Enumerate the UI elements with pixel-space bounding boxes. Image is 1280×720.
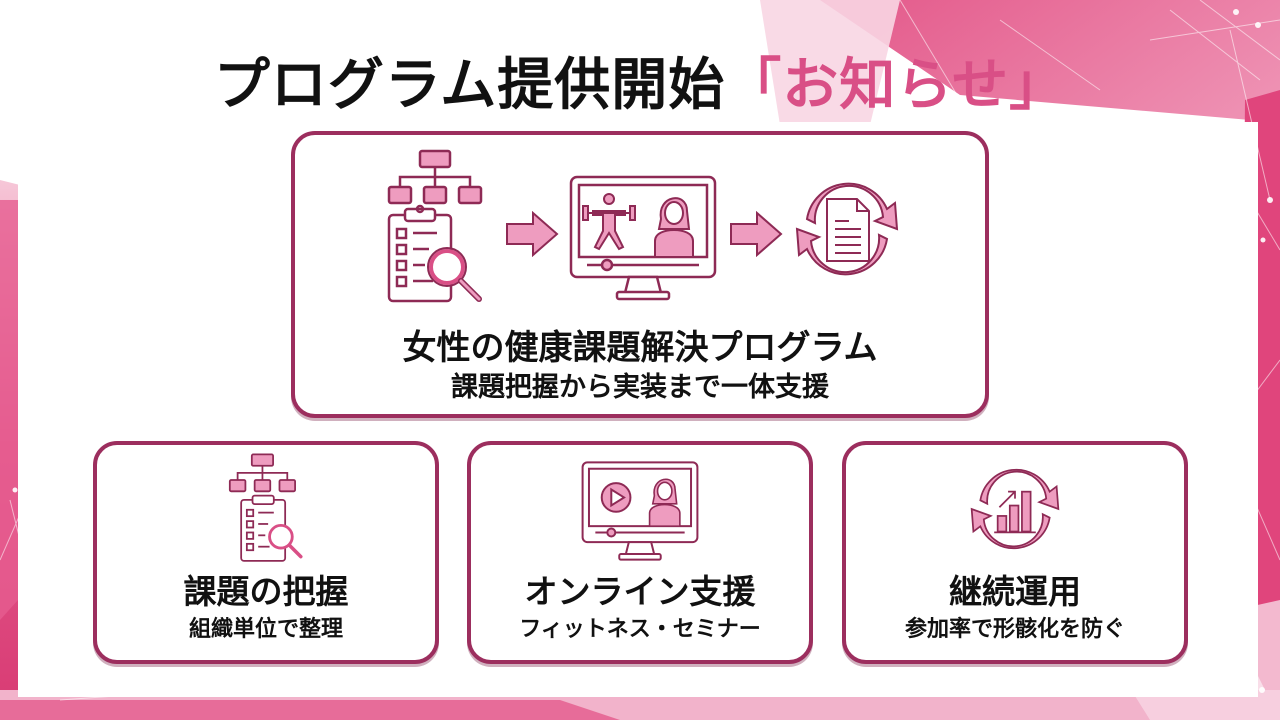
title-main: プログラム提供開始: [213, 53, 726, 118]
card-subtitle: フィットネス・セミナー: [519, 617, 761, 642]
page-title: プログラム提供開始「お知らせ」: [0, 40, 1280, 121]
card-continuous-operation: 継続運用 参加率で形骸化を防ぐ: [842, 441, 1188, 664]
org-chart-clipboard-search-icon: [387, 149, 483, 303]
card-issue-assessment: 課題の把握 組織単位で整理: [93, 441, 439, 664]
card-title: 課題の把握: [183, 572, 349, 611]
card-title: 継続運用: [949, 572, 1081, 611]
program-title: 女性の健康課題解決プログラム: [402, 328, 878, 368]
monitor-fitness-video-icon: [569, 175, 717, 301]
main-program-card: 女性の健康課題解決プログラム 課題把握から実装まで一体支援: [291, 131, 989, 418]
card-title: オンライン支援: [524, 572, 756, 611]
org-chart-clipboard-search-icon: [228, 453, 303, 562]
card-subtitle: 参加率で形骸化を防ぐ: [904, 617, 1125, 642]
title-accent: 「お知らせ」: [725, 53, 1067, 118]
monitor-video-instructor-icon: [581, 461, 699, 561]
card-subtitle: 組織単位で整理: [188, 617, 343, 642]
program-subtitle: 課題把握から実装まで一体支援: [451, 372, 829, 403]
document-cycle-icon: [795, 182, 899, 276]
process-flow: [295, 149, 985, 309]
growth-chart-cycle-icon: [970, 468, 1060, 550]
card-online-support: オンライン支援 フィットネス・セミナー: [467, 441, 813, 664]
arrow-right-icon: [506, 211, 559, 257]
arrow-right-icon: [730, 211, 783, 257]
